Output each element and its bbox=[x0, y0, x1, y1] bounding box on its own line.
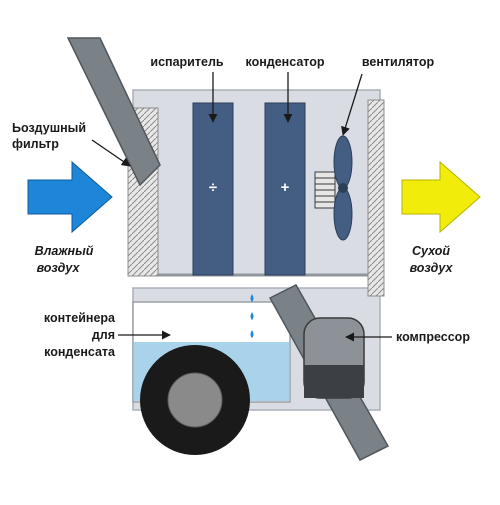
container-label-line2: для bbox=[92, 328, 115, 342]
filter-leader bbox=[91, 139, 131, 167]
humid-air-arrow bbox=[27, 160, 113, 234]
dry-air-arrow bbox=[401, 160, 481, 234]
compressor-label: компрессор bbox=[396, 330, 470, 344]
dry-air-label-line1: Сухой bbox=[412, 244, 450, 258]
fan-label: вентилятор bbox=[362, 55, 435, 69]
evaporator-label: испаритель bbox=[150, 55, 223, 69]
compressor-base bbox=[304, 365, 364, 398]
humid-air-label-line1: Влажный bbox=[35, 244, 94, 258]
condenser-symbol: + bbox=[281, 179, 290, 196]
container-label-line1: контейнера bbox=[44, 311, 116, 325]
water-drop-2 bbox=[250, 312, 254, 320]
fan-motor-ribs bbox=[315, 177, 335, 203]
fan-blade-lower bbox=[333, 187, 353, 241]
condenser-label: конденсатор bbox=[246, 55, 325, 69]
fan-leader bbox=[341, 73, 363, 136]
wheel-hub bbox=[167, 372, 223, 428]
water-drop-3 bbox=[250, 330, 254, 338]
intake-duct bbox=[66, 37, 161, 187]
evaporator-symbol: ÷ bbox=[209, 179, 217, 196]
air-filter-label-line1: Ьоздушный bbox=[12, 121, 86, 135]
fan-hub bbox=[338, 183, 348, 193]
evaporator-coil bbox=[192, 102, 234, 276]
exhaust-grille bbox=[367, 99, 385, 297]
container-label-line3: конденсата bbox=[44, 345, 116, 359]
water-drops bbox=[250, 294, 254, 338]
fan-blade-upper bbox=[333, 135, 353, 189]
water-drop-1 bbox=[250, 294, 254, 302]
air-filter-label-line2: фильтр bbox=[12, 137, 59, 151]
humid-air-label-line2: воздух bbox=[37, 261, 81, 275]
condenser-coil bbox=[264, 102, 306, 276]
dry-air-label-line2: воздух bbox=[410, 261, 454, 275]
